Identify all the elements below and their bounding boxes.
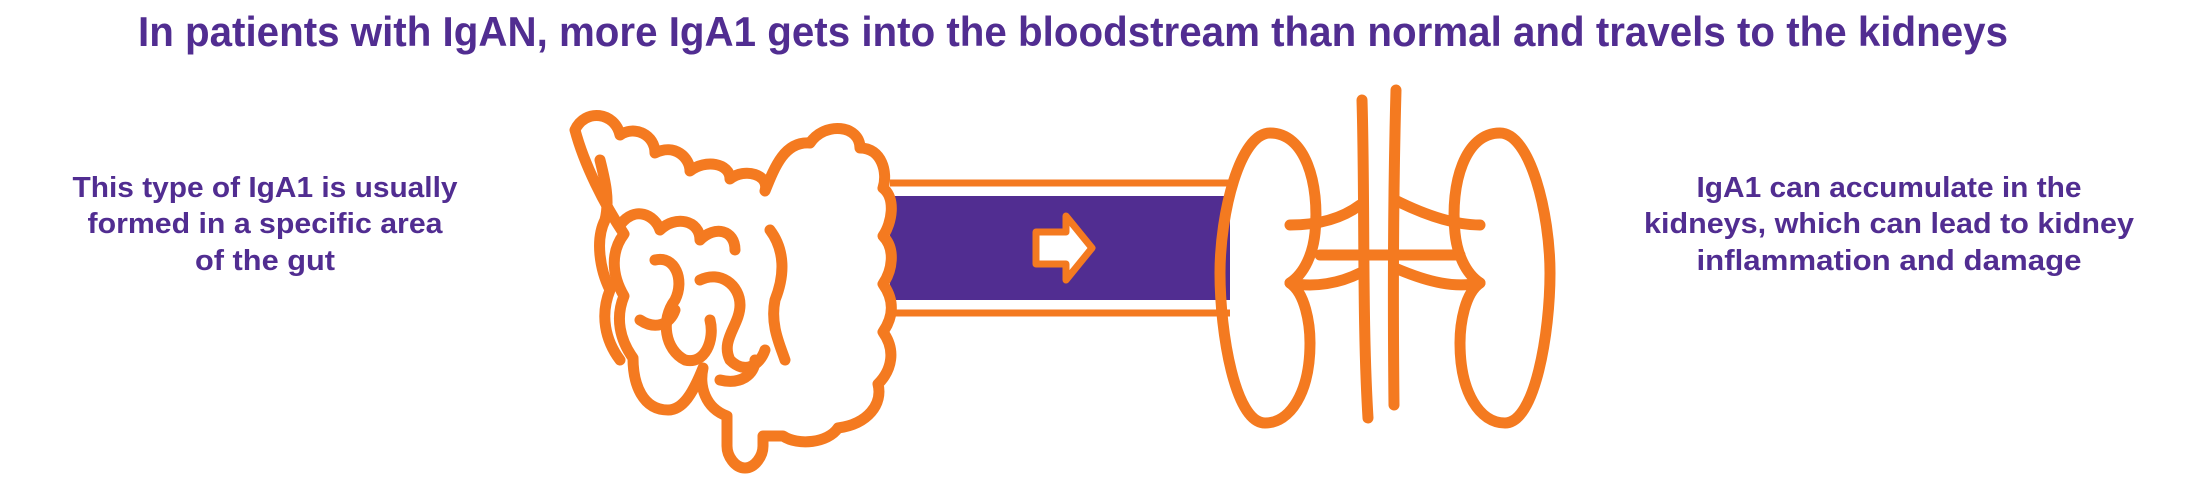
kidneys-icon: [1214, 84, 1556, 429]
left-caption: This type of IgA1 is usually formed in a…: [73, 172, 458, 277]
left-caption-line: of the gut: [195, 245, 335, 277]
arrow-right-icon: [1032, 212, 1096, 284]
right-caption-line: inflammation and damage: [1697, 245, 2082, 277]
diagram-title: In patients with IgAN, more IgA1 gets in…: [138, 8, 2008, 55]
right-caption-line: IgA1 can accumulate in the: [1697, 172, 2082, 204]
left-caption-line: This type of IgA1 is usually: [73, 172, 458, 204]
right-caption-line: kidneys, which can lead to kidney: [1644, 208, 2134, 240]
right-caption: IgA1 can accumulate in the kidneys, whic…: [1644, 172, 2134, 277]
left-caption-line: formed in a specific area: [88, 208, 444, 240]
intestine-icon: [569, 109, 897, 474]
